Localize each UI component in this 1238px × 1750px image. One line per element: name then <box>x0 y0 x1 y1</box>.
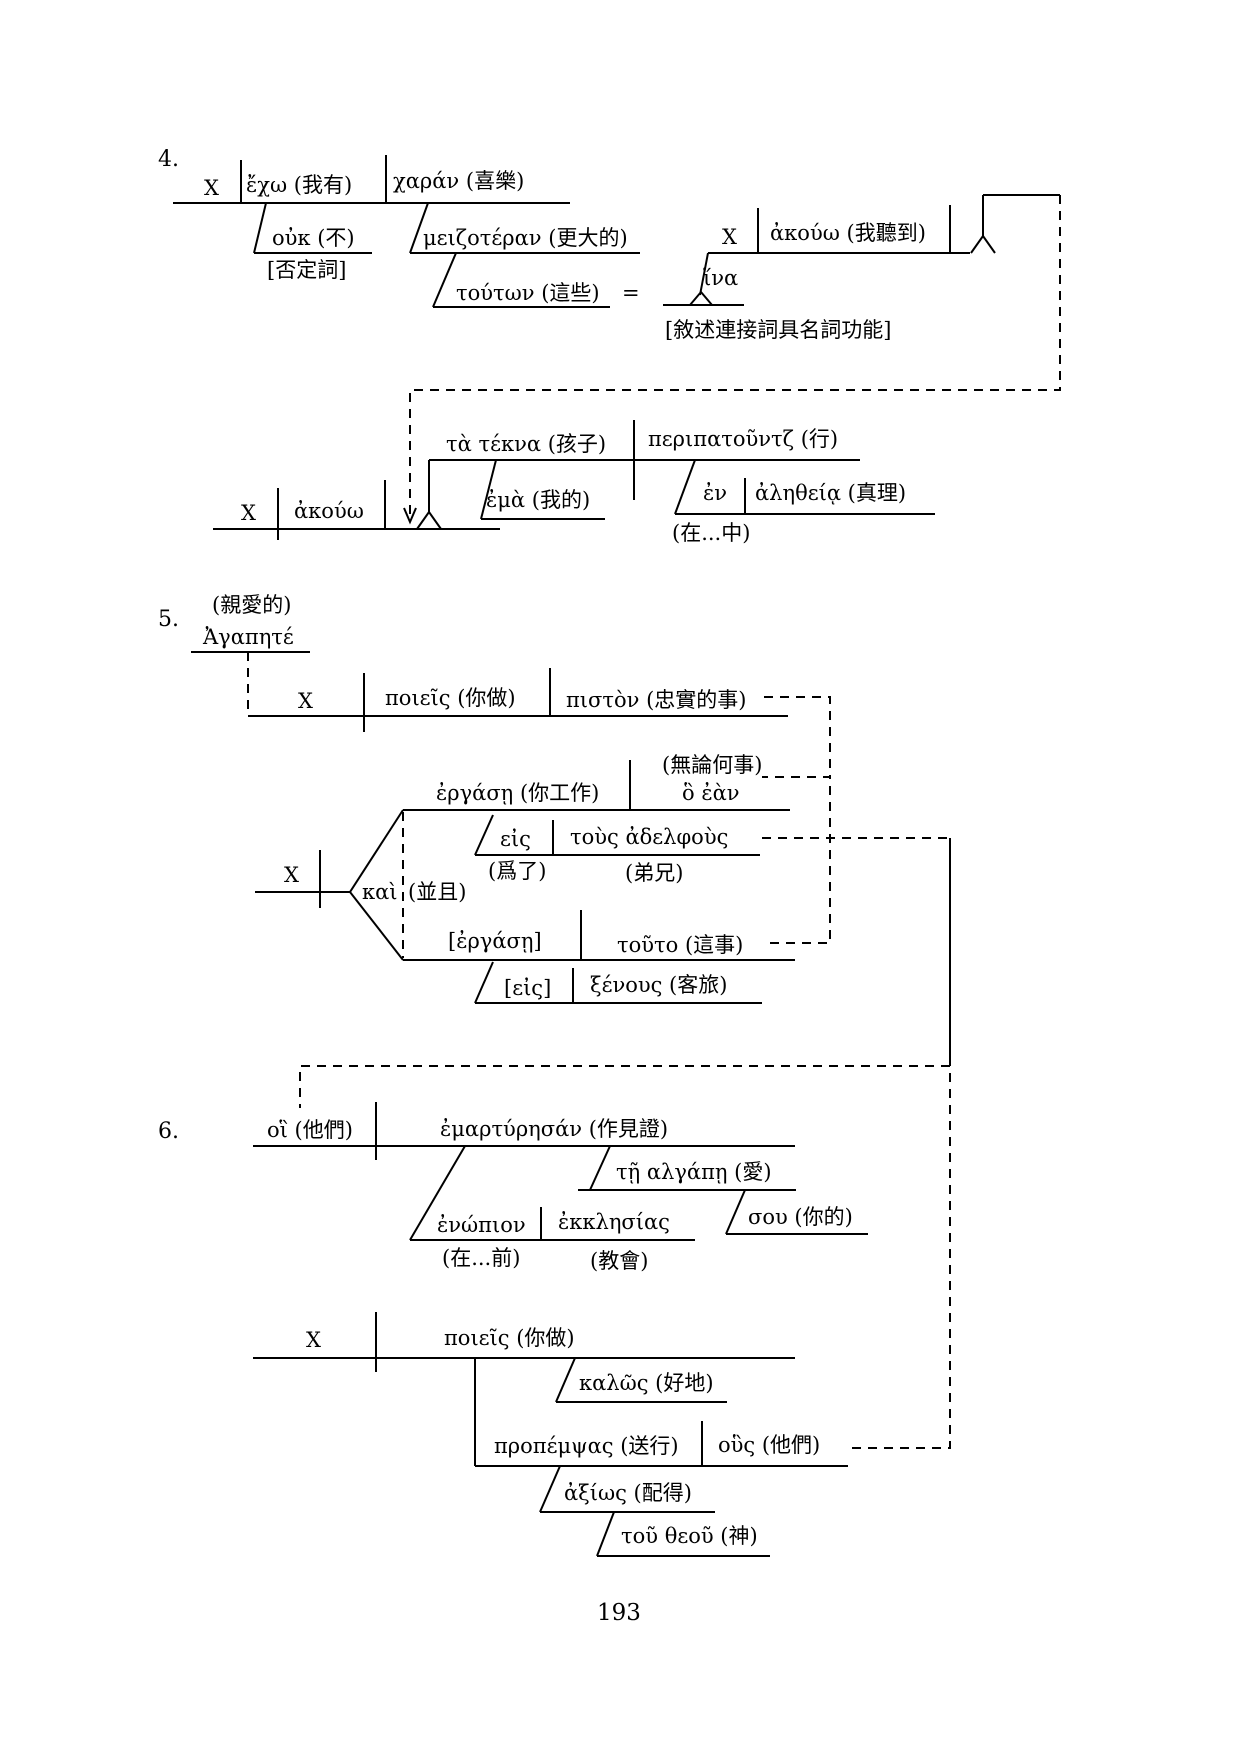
d5-piston-dashed <box>762 696 831 778</box>
d4-ema-slant <box>480 459 497 520</box>
d6-hous-dashed <box>852 838 951 1449</box>
d4-hina: ἵνα <box>703 266 738 290</box>
d5-ho-ean: ὃ ἐὰν <box>682 781 740 805</box>
d5-eis-2: [εἰς] <box>504 976 551 1000</box>
d4-ouk-slant <box>253 202 267 254</box>
d4-meizoteran-slant <box>409 202 429 254</box>
d4-echo: ἔχω (我有) <box>246 173 352 197</box>
item-number-4: 4. <box>158 147 179 172</box>
d4-clause-pedestal-foot <box>416 510 442 530</box>
d6-hoi: οἳ (他們) <box>267 1118 353 1142</box>
d5-touto-dashed <box>770 777 831 944</box>
d6-kalos: καλῶς (好地) <box>579 1371 714 1395</box>
d4-en-note: (在...中) <box>672 521 750 545</box>
d5-eis-1-slant <box>474 814 494 856</box>
d5-tous-adelphous: τοὺς ἀδελφοὺς <box>570 825 728 849</box>
d5-kai-note: (並且) <box>408 880 466 904</box>
d6-hous: οὓς (他們) <box>718 1433 820 1457</box>
d5-x-2: X <box>284 863 299 887</box>
d4-x-2: X <box>722 225 737 249</box>
d6-tou-theou: τοῦ θεοῦ (神) <box>621 1524 758 1548</box>
d4-ta-tekna: τὰ τέκνα (孩子) <box>446 432 606 456</box>
d5-agapete-gloss: (親愛的) <box>212 593 291 617</box>
d4-touton: τούτων (這些) <box>456 281 600 305</box>
d6-x-1: X <box>306 1328 321 1352</box>
diagram-6: 6. οἳ (他們) ἐμαρτύρησάν (作見證) τῇ αλγάπῃ (… <box>158 838 951 1557</box>
d6-kalos-slant <box>555 1357 576 1403</box>
d4-x-3: X <box>241 501 256 525</box>
d6-poieis: ποιεῖς (你做) <box>444 1326 575 1350</box>
d5-poieis: ποιεῖς (你做) <box>385 686 516 710</box>
d6-enopion-note: (在...前) <box>442 1246 520 1270</box>
d6-sou: σου (你的) <box>748 1205 853 1229</box>
d5-adelphous-note: (弟兄) <box>625 861 683 885</box>
d5-kai: καὶ <box>362 880 398 904</box>
d4-charan: χαράν (喜樂) <box>393 169 524 193</box>
d4-hina-pedestal <box>689 290 713 306</box>
d4-dashed-connector <box>409 195 1061 515</box>
d5-xenous: ξένους (客旅) <box>590 973 727 997</box>
d6-te-agape-slant <box>589 1145 611 1191</box>
item-number-6: 6. <box>158 1119 179 1144</box>
d4-peripatounta: περιπατοῦντζ (行) <box>648 427 838 451</box>
d4-ema: ἐμὰ (我的) <box>486 488 590 512</box>
item-number-5: 5. <box>158 607 179 632</box>
d5-fork-upper <box>349 809 404 893</box>
d5-fork-lower <box>349 891 404 961</box>
d4-akouo-1: ἀκούω (我聽到) <box>770 221 926 245</box>
d5-piston: πιστὸν (忠實的事) <box>566 688 746 712</box>
d5-ergase-1: ἐργάσῃ (你工作) <box>436 781 599 805</box>
page-number: 193 <box>597 1600 641 1626</box>
d6-propempsas: προπέμψας (送行) <box>494 1434 679 1458</box>
d4-hina-slant <box>699 252 709 296</box>
diagram-5: 5. (親愛的) Ἀγαπητέ X ποιεῖς (你做) πιστὸν (忠… <box>158 593 951 1108</box>
d5-touto: τοῦτο (這事) <box>617 933 743 957</box>
d6-ekklesias: ἐκκλησίας <box>558 1210 670 1234</box>
d6-emarturesan: ἐμαρτύρησάν (作見證) <box>440 1117 668 1141</box>
d5-agapete: Ἀγαπητέ <box>202 625 294 649</box>
d5-ho-ean-gloss: (無論何事) <box>662 753 762 777</box>
diagram-4: 4. X ἔχω (我有) χαράν (喜樂) οὐκ (不) [否定詞] μ… <box>158 147 1061 545</box>
d4-ouk: οὐκ (不) <box>272 226 355 250</box>
d6-axios: ἀξίως (配得) <box>564 1481 692 1505</box>
d6-axios-slant <box>539 1465 561 1513</box>
d6-ekklesias-note: (教會) <box>590 1249 648 1273</box>
d4-touton-slant <box>432 252 457 308</box>
d4-akouo-2: ἀκούω <box>294 499 364 523</box>
d6-te-agape: τῇ αλγάπῃ (愛) <box>616 1160 772 1184</box>
d4-ouk-note: [否定詞] <box>267 258 346 282</box>
d5-ergase-2: [ἐργάσῃ] <box>448 929 542 953</box>
d5-eis-1-note: (爲了) <box>488 859 546 883</box>
d6-enopion: ἐνώπιον <box>437 1213 526 1237</box>
d4-en-slant <box>674 459 696 515</box>
d6-enopion-slant <box>409 1145 466 1241</box>
d5-eis-1: εἰς <box>500 827 531 851</box>
d4-en: ἐν <box>703 481 727 505</box>
d4-aletheia: ἀληθείᾳ (真理) <box>755 481 906 505</box>
d4-meizoteran: μειζοτέραν (更大的) <box>423 226 628 250</box>
d6-sou-slant <box>725 1189 746 1235</box>
d4-equals: = <box>622 281 640 305</box>
d4-x-subject: X <box>204 176 219 200</box>
d4-hina-note: [敘述連接詞具名詞功能] <box>665 318 891 342</box>
d5-x-1: X <box>298 689 313 713</box>
d6-theou-slant <box>596 1511 615 1557</box>
d4-pedestal-foot <box>970 234 996 254</box>
d5-eis-2-slant <box>474 961 494 1004</box>
d4-dashed-arrowhead <box>403 507 417 525</box>
